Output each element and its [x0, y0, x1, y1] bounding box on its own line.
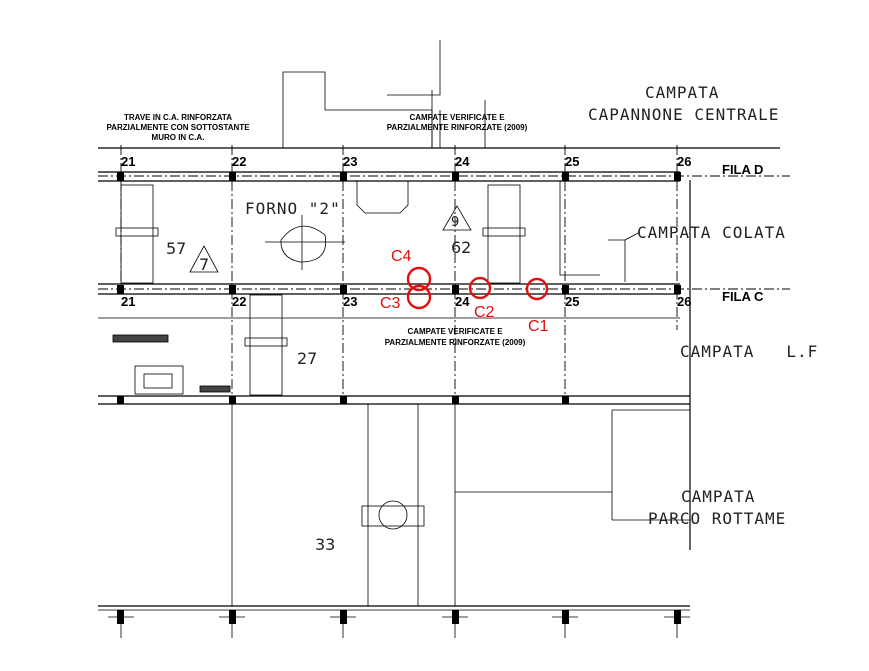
grid-labels-fila-c: 21 22 23 24 25 26	[121, 294, 691, 309]
area-57: 57	[166, 239, 186, 258]
bay-parco-line2: PARCO ROTTAME	[648, 509, 786, 528]
marker-c3-circle	[406, 284, 432, 310]
grid-label-22: 22	[232, 154, 246, 169]
grid-label-21: 21	[121, 294, 135, 309]
note-trave-2: PARZIALMENTE CON SOTTOSTANTE	[106, 123, 250, 132]
area-33: 33	[315, 535, 335, 554]
note-trave-1: TRAVE IN C.A. RINFORZATA	[124, 113, 232, 122]
stair-structures	[112, 40, 641, 607]
grid-label-26: 26	[677, 154, 691, 169]
grid-label-25: 25	[565, 154, 579, 169]
triangle-9-label: 9	[451, 215, 459, 230]
grid-label-23: 23	[343, 294, 357, 309]
grid-label-26: 26	[677, 294, 691, 309]
marker-c1-label: C1	[528, 318, 549, 335]
bay-colata: CAMPATA COLATA	[637, 223, 786, 242]
fila-c-beam	[98, 283, 790, 319]
grid-label-24: 24	[455, 154, 470, 169]
marker-c4-label: C4	[391, 248, 412, 265]
bay-lf: CAMPATA L.F	[680, 342, 818, 361]
marker-c2-label: C2	[474, 304, 495, 321]
note-trave-3: MURO IN C.A.	[152, 133, 205, 142]
grid-columns	[108, 145, 690, 638]
forno-label: FORNO "2"	[245, 199, 341, 218]
marker-c3-label: C3	[380, 295, 401, 312]
grid-label-21: 21	[121, 154, 135, 169]
note-top-verif-2: PARZIALMENTE RINFORZATE (2009)	[387, 123, 528, 132]
marker-c4-circle	[406, 266, 432, 292]
area-62: 62	[451, 238, 471, 257]
grid-label-23: 23	[343, 154, 357, 169]
fila-d-label: FILA D	[722, 162, 763, 177]
grid-label-22: 22	[232, 294, 246, 309]
notes: TRAVE IN C.A. RINFORZATA PARZIALMENTE CO…	[106, 113, 527, 347]
grid-label-25: 25	[565, 294, 579, 309]
marker-c2-circle	[468, 276, 492, 300]
area-27: 27	[297, 349, 317, 368]
marker-c1-circle	[525, 277, 549, 301]
lower-beams	[98, 180, 691, 611]
verification-markers: C4 C3 C2 C1	[380, 248, 549, 335]
note-bot-verif-2: PARZIALMENTE RINFORZATE (2009)	[385, 338, 526, 347]
fila-c-label: FILA C	[722, 289, 764, 304]
note-top-verif-1: CAMPATE VERIFICATE E	[409, 113, 505, 122]
bay-capannone-line1: CAMPATA	[645, 83, 719, 102]
bay-parco-line1: CAMPATA	[681, 487, 755, 506]
note-bot-verif-1: CAMPATE VERIFICATE E	[407, 327, 503, 336]
triangle-7-label: 7	[199, 255, 209, 274]
grid-label-24: 24	[455, 294, 470, 309]
grid-labels-fila-d: 21 22 23 24 25 26	[121, 154, 691, 169]
bay-capannone-line2: CAPANNONE CENTRALE	[588, 105, 779, 124]
